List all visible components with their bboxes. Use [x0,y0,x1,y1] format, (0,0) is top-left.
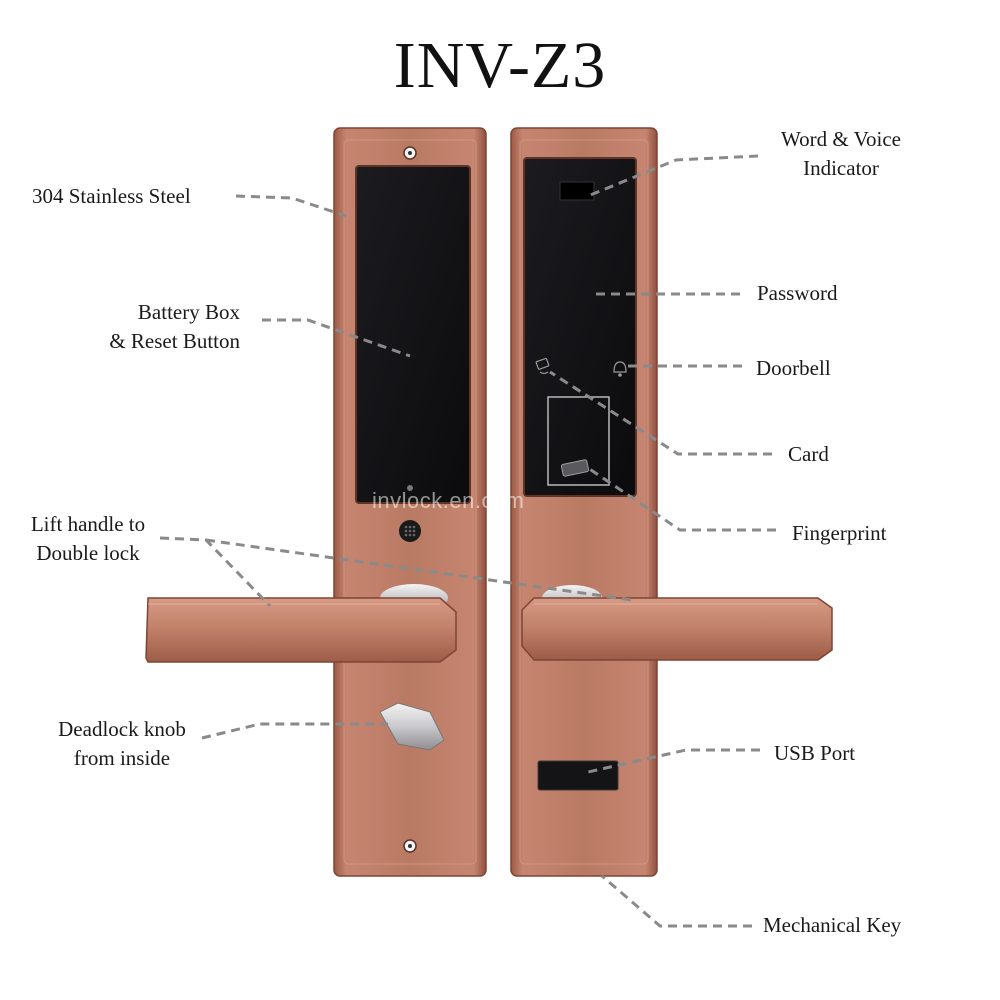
leader-card [549,370,772,456]
leader-mech-key [601,874,752,928]
label-card: Card [788,442,829,466]
inside-plate [333,127,487,877]
label-battery-line2: & Reset Button [109,329,240,353]
leader-lines [159,154,776,928]
leader-lift-right [205,538,633,602]
label-usb: USB Port [774,741,856,765]
leader-word-voice [587,154,759,198]
outside-plate [510,127,658,877]
label-deadlock: Deadlock knob from inside [36,715,208,773]
label-battery: Battery Box & Reset Button [60,298,240,356]
card-icon [535,357,550,375]
leader-usb [587,748,760,774]
leader-deadlock [201,722,388,740]
watermark: invlock.en.com [372,488,525,513]
inside-handle [145,597,457,663]
outside-handle [521,597,833,661]
label-stainless: 304 Stainless Steel [32,184,191,208]
label-doorbell: Doorbell [756,356,831,380]
label-word-voice: Word & Voice Indicator [760,125,922,183]
bell-icon [613,361,627,377]
leader-battery [262,318,411,358]
label-deadlock-line1: Deadlock knob [58,717,186,741]
label-word-voice-line2: Indicator [803,156,879,180]
label-lift: Lift handle to Double lock [10,510,166,568]
label-battery-line1: Battery Box [137,300,240,324]
page-title: INV-Z3 [393,29,607,102]
leader-fingerprint [587,466,776,532]
label-lift-line2: Double lock [36,541,140,565]
leader-stainless [235,194,347,218]
label-lift-line1: Lift handle to [30,512,146,536]
label-mech-key: Mechanical Key [763,913,902,937]
label-fingerprint: Fingerprint [792,521,887,545]
label-word-voice-line1: Word & Voice [780,127,902,151]
label-password: Password [757,281,838,305]
label-deadlock-line2: from inside [73,746,171,770]
